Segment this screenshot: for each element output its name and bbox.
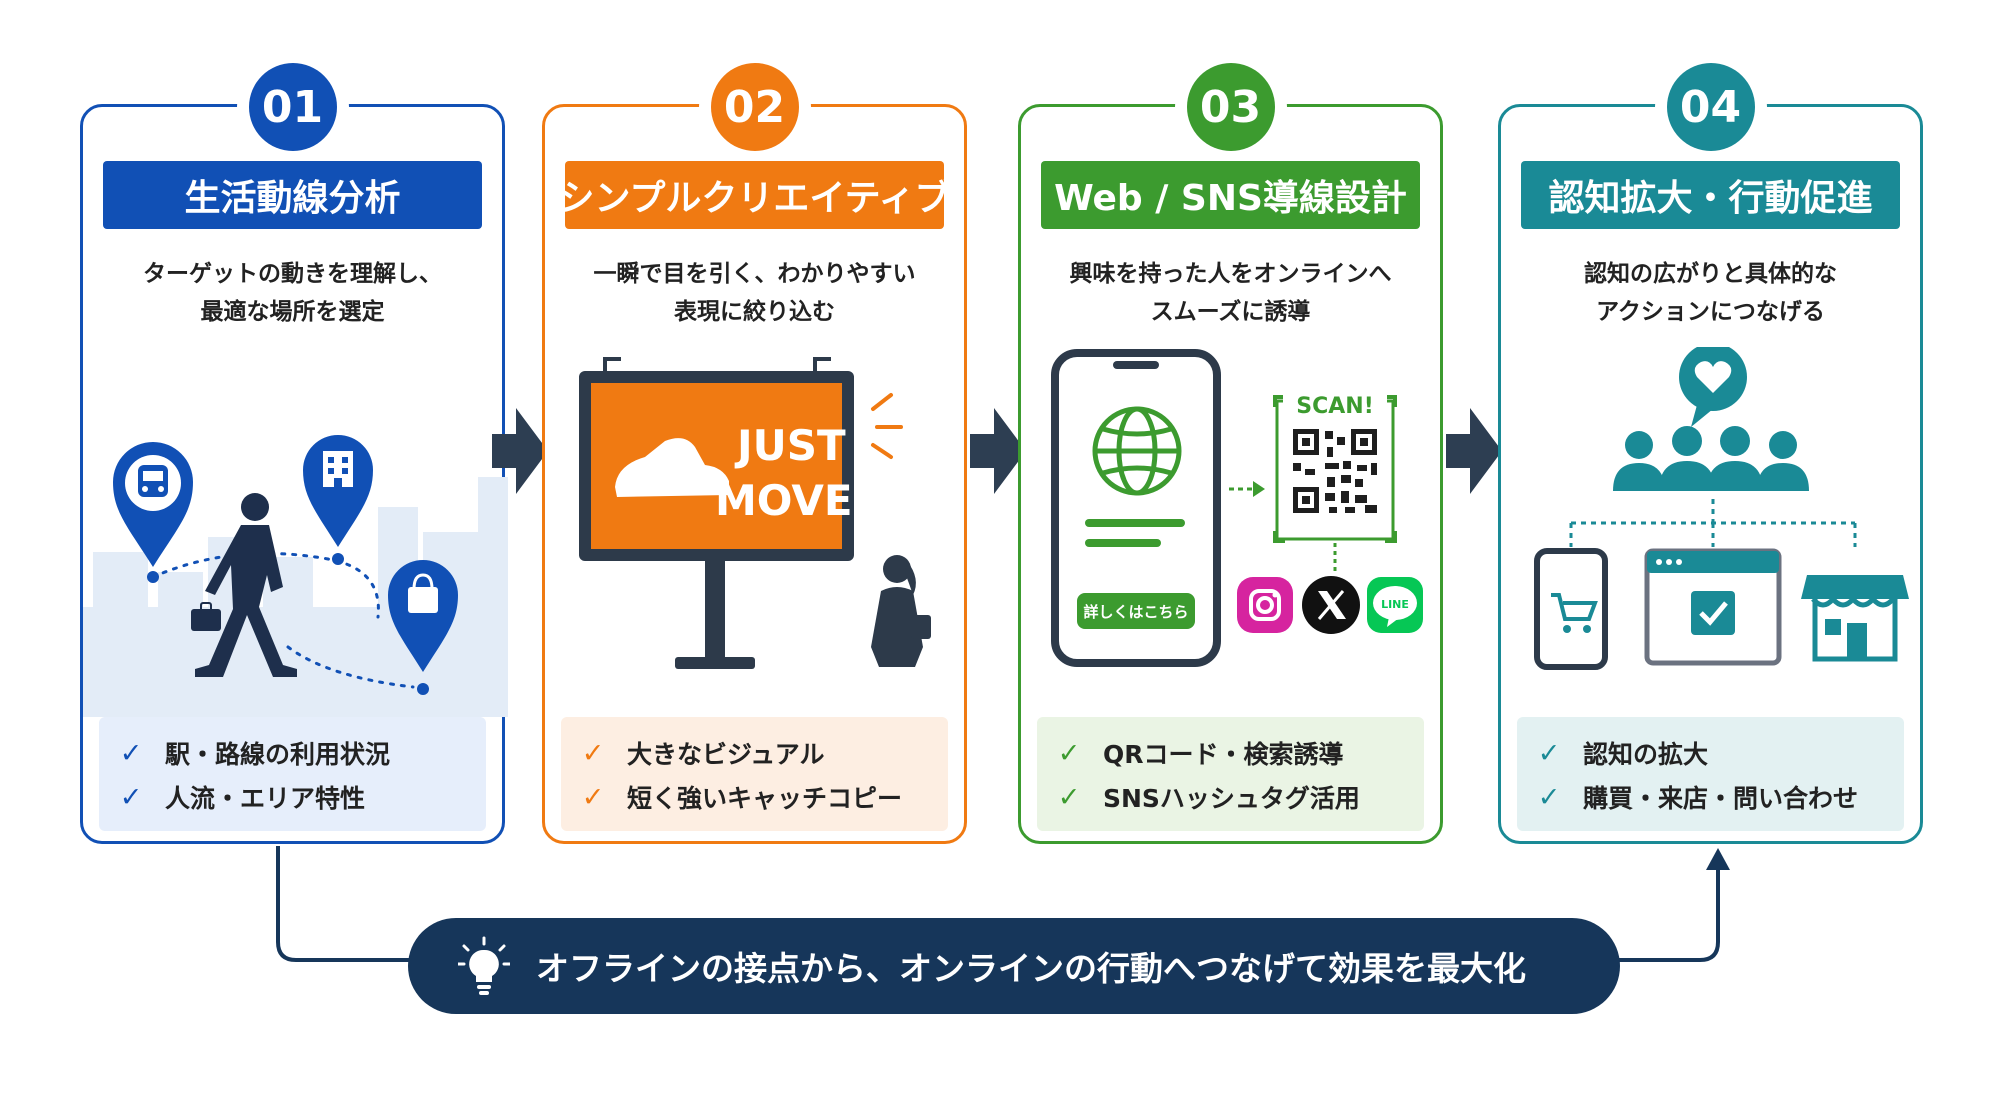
svg-text:LINE: LINE	[1381, 598, 1409, 611]
check-list: ✓ 駅・路線の利用状況 ✓ 人流・エリア特性	[99, 717, 486, 831]
check-icon: ✓	[581, 781, 605, 813]
check-item: ✓ 購買・来店・問い合わせ	[1537, 781, 1859, 814]
check-item: ✓ 短く強いキャッチコピー	[581, 781, 903, 814]
heart-icon	[1679, 347, 1747, 427]
lightbulb-icon	[458, 936, 510, 995]
check-icon: ✓	[1537, 781, 1561, 813]
businessman-icon	[191, 493, 297, 677]
step-card-4: 04 認知拡大・行動促進 認知の広がりと具体的な アクションにつなげる	[1498, 63, 1923, 844]
billboard-illustration: JUST MOVE.	[579, 357, 931, 669]
sneaker-icon	[615, 438, 729, 497]
svg-text:詳しくはこちら: 詳しくはこちら	[1083, 603, 1188, 621]
svg-text:SCAN!: SCAN!	[1296, 394, 1373, 419]
x-logo-icon	[1302, 576, 1360, 634]
check-item: ✓ QRコード・検索誘導	[1057, 737, 1344, 770]
step-card-3: 03 Web / SNS導線設計 興味を持った人をオンラインへ スムーズに誘導 …	[1018, 63, 1443, 844]
step-description: 認知の広がりと具体的な アクションにつなげる	[1584, 261, 1837, 325]
shopping-bag-icon	[388, 560, 458, 672]
step-title: Web / SNS導線設計	[1041, 161, 1420, 229]
step-description: 一瞬で目を引く、わかりやすい 表現に絞り込む	[593, 261, 916, 325]
train-icon	[113, 442, 193, 567]
check-list: ✓ QRコード・検索誘導 ✓ SNSハッシュタグ活用	[1037, 717, 1424, 831]
building-icon	[303, 435, 373, 547]
check-icon: ✓	[1057, 781, 1081, 813]
commuter-route-illustration	[83, 435, 508, 717]
line-app-icon: LINE	[1367, 577, 1423, 633]
check-item: ✓ 認知の拡大	[1537, 737, 1709, 770]
arrow-right-icon	[1446, 408, 1502, 494]
smartphone-icon	[1051, 349, 1221, 667]
step-number: 03	[1186, 63, 1275, 151]
person-icon	[871, 555, 931, 667]
svg-text:JUST: JUST	[734, 421, 846, 470]
step-description: ターゲットの動きを理解し、 最適な場所を選定	[143, 261, 442, 325]
svg-text:MOVE.: MOVE.	[715, 476, 869, 525]
instagram-icon	[1237, 577, 1293, 633]
audience-action-illustration	[1534, 347, 1909, 670]
check-icon: ✓	[1537, 737, 1561, 769]
check-icon: ✓	[119, 781, 143, 813]
people-group-icon	[1613, 426, 1809, 491]
check-item: ✓ 人流・エリア特性	[119, 781, 366, 814]
step-title: シンプルクリエイティブ	[558, 161, 951, 229]
globe-icon	[1092, 406, 1182, 496]
step-number: 01	[248, 63, 337, 151]
check-item: ✓ 大きなビジュアル	[581, 737, 825, 770]
connector-arrowhead	[1706, 848, 1730, 870]
arrow-right-icon	[492, 408, 548, 494]
check-item: ✓ SNSハッシュタグ活用	[1057, 781, 1360, 814]
check-list: ✓ 大きなビジュアル ✓ 短く強いキャッチコピー	[561, 717, 948, 831]
check-item: ✓ 駅・路線の利用状況	[119, 737, 391, 770]
phone-qr-illustration: 詳しくはこちら SCAN!	[1051, 349, 1423, 667]
arrow-right-icon	[970, 408, 1026, 494]
qr-code-icon: SCAN!	[1273, 391, 1397, 543]
check-icon: ✓	[119, 737, 143, 769]
step-card-1: 01 生活動線分析 ターゲットの動きを理解し、 最適な場所を選定	[80, 63, 508, 844]
details-button[interactable]: 詳しくはこちら	[1077, 593, 1195, 629]
banner-text: オフラインの接点から、オンラインの行動へつなげて効果を最大化	[536, 949, 1526, 988]
step-card-2: 02 シンプルクリエイティブ 一瞬で目を引く、わかりやすい 表現に絞り込む JU…	[542, 63, 967, 844]
check-icon: ✓	[581, 737, 605, 769]
step-number: 04	[1666, 63, 1755, 151]
step-number: 02	[710, 63, 799, 151]
browser-check-icon	[1644, 548, 1782, 666]
mobile-cart-icon	[1534, 548, 1608, 670]
check-list: ✓ 認知の拡大 ✓ 購買・来店・問い合わせ	[1517, 717, 1904, 831]
step-description: 興味を持った人をオンラインへ スムーズに誘導	[1069, 261, 1392, 325]
step-title: 生活動線分析	[103, 161, 482, 229]
store-icon	[1801, 575, 1909, 662]
step-title: 認知拡大・行動促進	[1521, 161, 1900, 229]
summary-banner: オフラインの接点から、オンラインの行動へつなげて効果を最大化	[408, 918, 1620, 1014]
check-icon: ✓	[1057, 737, 1081, 769]
